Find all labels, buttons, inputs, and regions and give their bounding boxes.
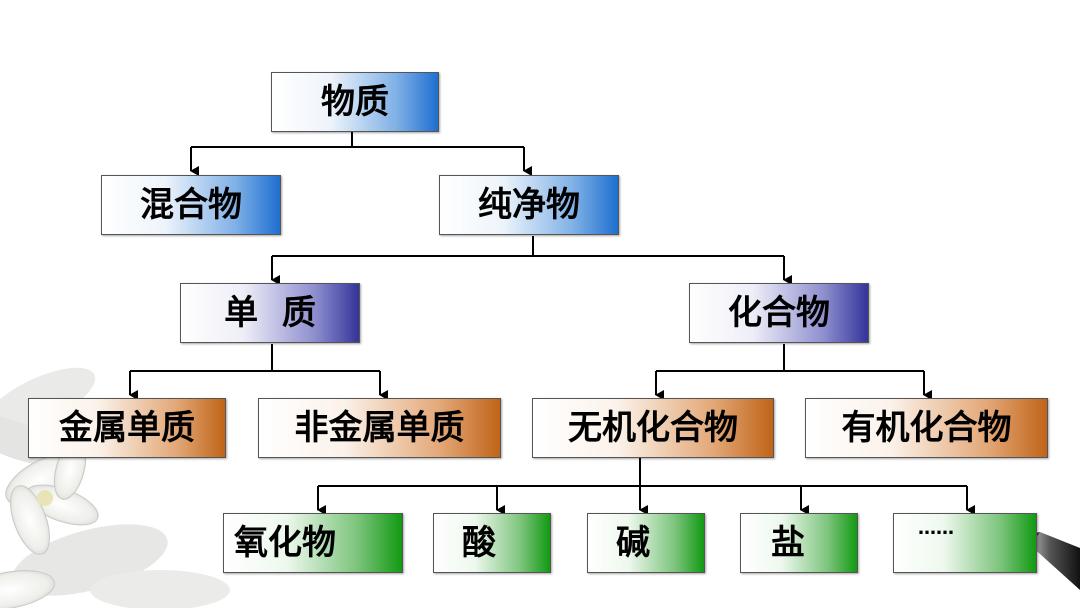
node-nonmetal-element: 非金属单质 xyxy=(258,398,501,458)
node-label: 非金属单质 xyxy=(294,408,465,448)
node-label: 纯净物 xyxy=(478,185,580,225)
node-oxide: 氧化物 xyxy=(223,513,403,573)
node-label: 混合物 xyxy=(140,185,242,225)
node-organic-compound: 有机化合物 xyxy=(805,398,1048,458)
node-element: 单 质 xyxy=(180,283,360,343)
node-label: 金属单质 xyxy=(59,408,195,448)
node-matter: 物质 xyxy=(271,72,439,132)
node-label: 化合物 xyxy=(728,293,830,333)
node-inorganic-compound: 无机化合物 xyxy=(532,398,774,458)
node-mixture: 混合物 xyxy=(101,175,281,235)
node-label: 碱 xyxy=(616,523,650,563)
node-label: 盐 xyxy=(771,523,805,563)
node-label: 氧化物 xyxy=(234,523,336,563)
node-label: 有机化合物 xyxy=(841,408,1012,448)
node-label: 物质 xyxy=(321,82,389,122)
node-label: …… xyxy=(918,518,954,539)
node-label: 无机化合物 xyxy=(568,408,738,448)
node-label: 酸 xyxy=(462,523,496,563)
node-label: 单 质 xyxy=(224,293,316,333)
node-pure-substance: 纯净物 xyxy=(439,175,619,235)
node-compound: 化合物 xyxy=(689,283,869,343)
node-metal-element: 金属单质 xyxy=(28,398,226,458)
node-salt: 盐 xyxy=(740,513,858,573)
node-acid: 酸 xyxy=(433,513,551,573)
node-more: …… xyxy=(893,513,1037,573)
node-base: 碱 xyxy=(587,513,705,573)
